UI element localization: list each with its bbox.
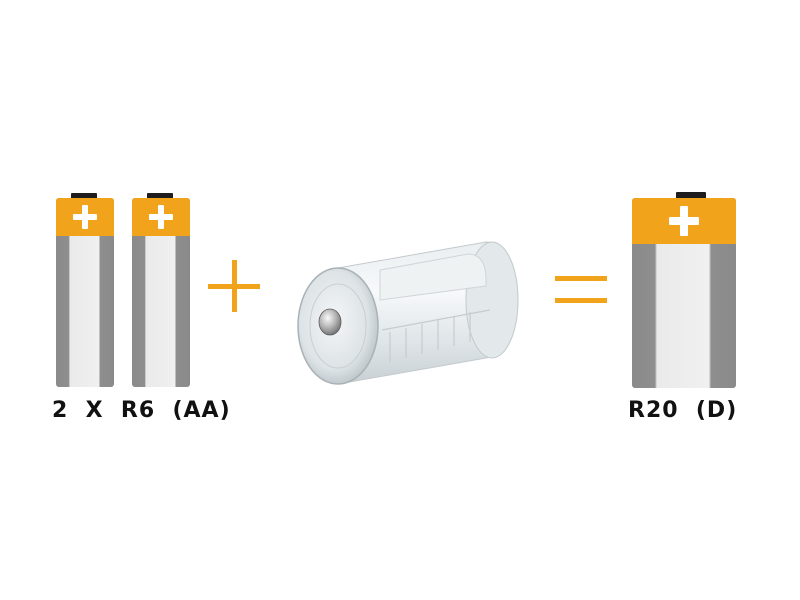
battery-terminal [676,192,706,199]
d-label: R20 (D) [628,398,738,423]
battery-body [632,198,736,388]
aa-label: 2 X R6 (AA) [52,398,231,423]
battery-terminal [71,193,97,199]
plus-icon [149,205,173,229]
d-battery [632,192,736,388]
battery-body [56,198,114,387]
equals-bar [555,298,607,303]
battery-cap [56,198,114,236]
equals-operator-icon [555,276,607,303]
plus-icon [669,206,699,236]
battery-body [132,198,190,387]
equals-bar [555,276,607,281]
battery-cap [632,198,736,244]
aa-battery-2 [132,193,190,387]
battery-cap [132,198,190,236]
battery-terminal [147,193,173,199]
aa-battery-1 [56,193,114,387]
transparent-d-cell-adapter-icon [297,241,519,385]
plus-operator-icon [208,260,260,312]
plus-icon [73,205,97,229]
